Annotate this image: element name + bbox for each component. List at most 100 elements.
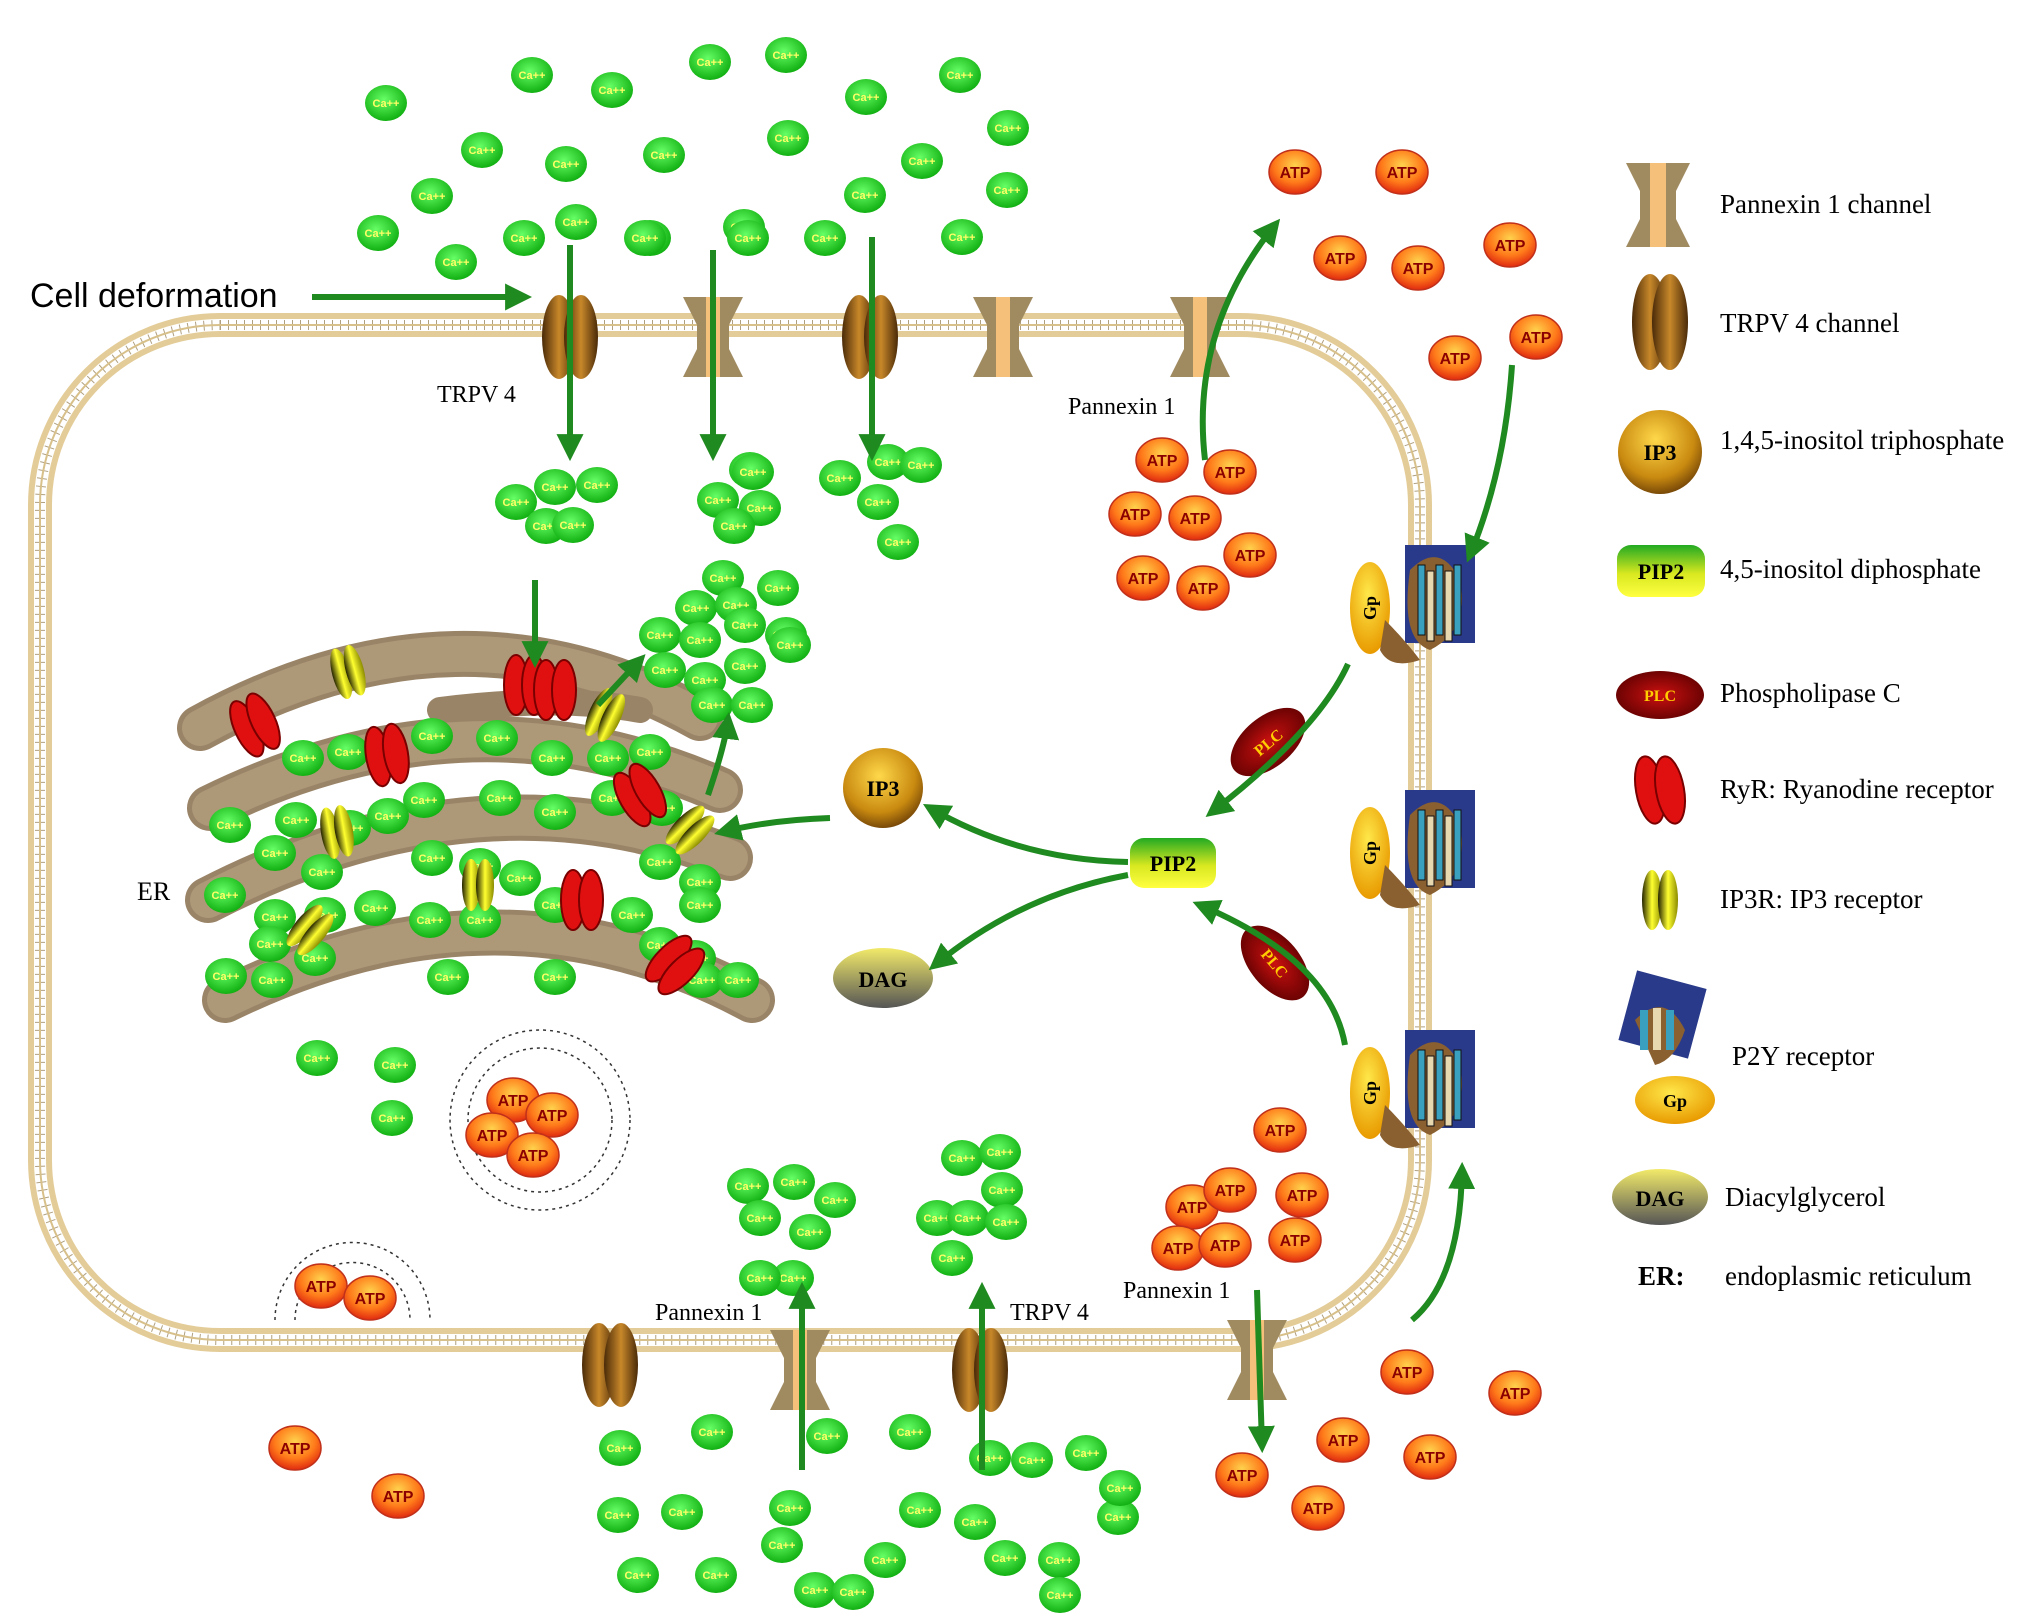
atp-label: ATP: [1303, 1501, 1334, 1518]
ca-label: Ca++: [382, 1060, 409, 1072]
calcium-ion: Ca++: [794, 1572, 836, 1608]
ca-label: Ca++: [865, 497, 892, 509]
trpv4-label-bottom: TRPV 4: [1010, 1300, 1089, 1326]
calcium-ion: Ca++: [296, 1040, 338, 1076]
calcium-ion: Ca++: [941, 219, 983, 255]
calcium-ion: Ca++: [1038, 1542, 1080, 1578]
ca-label: Ca++: [542, 972, 569, 984]
atp-label: ATP: [1415, 1450, 1446, 1467]
ca-label: Ca++: [411, 795, 438, 807]
calcium-ion: Ca++: [204, 877, 246, 913]
ca-label: Ca++: [560, 520, 587, 532]
ca-label: Ca++: [595, 753, 622, 765]
ca-label: Ca++: [651, 150, 678, 162]
calcium-ion: Ca++: [767, 120, 809, 156]
ca-label: Ca++: [1073, 1448, 1100, 1460]
calcium-ion: Ca++: [900, 447, 942, 483]
ca-label: Ca++: [213, 971, 240, 983]
atp-molecule: ATP: [1203, 449, 1257, 495]
ca-label: Ca++: [739, 700, 766, 712]
atp-molecule: ATP: [1313, 235, 1367, 281]
calcium-ion: Ca++: [427, 959, 469, 995]
atp-molecule: ATP: [506, 1132, 560, 1178]
atp-molecule: ATP: [1509, 314, 1563, 360]
pip2-label: PIP2: [1150, 851, 1196, 876]
ca-label: Ca++: [993, 1217, 1020, 1229]
legend-icon-label: Gp: [1663, 1091, 1687, 1111]
atp-label: ATP: [477, 1128, 508, 1145]
ca-label: Ca++: [647, 630, 674, 642]
legend-item-pannexin: Pannexin 1 channel: [1626, 163, 1931, 247]
atp-molecule: ATP: [465, 1112, 519, 1158]
ca-label: Ca++: [802, 1585, 829, 1597]
legend-item-plc: PLC Phospholipase C: [1616, 671, 1901, 719]
ca-label: Ca++: [885, 537, 912, 549]
trpv-channel-icon: [1632, 274, 1688, 370]
calcium-ion: Ca++: [587, 740, 629, 776]
atp-label: ATP: [1325, 251, 1356, 268]
atp-molecule: ATP: [1168, 495, 1222, 541]
calcium-ion: Ca++: [713, 508, 755, 544]
ca-label: Ca++: [335, 747, 362, 759]
pannexin1-label-bottom: Pannexin 1: [655, 1300, 762, 1326]
calcium-ion: Ca++: [1039, 1577, 1081, 1613]
legend-item-dag: DAG Diacylglycerol: [1612, 1169, 1885, 1225]
calcium-ion: Ca++: [769, 627, 811, 663]
ca-label: Ca++: [908, 460, 935, 472]
ca-label: Ca++: [840, 1587, 867, 1599]
calcium-ion: Ca++: [545, 146, 587, 182]
atp-label: ATP: [1210, 1238, 1241, 1255]
ca-label: Ca++: [852, 190, 879, 202]
legend-key: ER:: [1638, 1261, 1685, 1291]
atp-label: ATP: [1495, 238, 1526, 255]
signal-arrows: [312, 218, 1515, 1470]
ca-label: Ca++: [692, 675, 719, 687]
calcium-ion: Ca++: [249, 926, 291, 962]
calcium-ion: Ca++: [251, 962, 293, 998]
ca-label: Ca++: [697, 57, 724, 69]
atp-molecule: ATP: [525, 1092, 579, 1138]
calcium-ion: Ca++: [639, 844, 681, 880]
calcium-ions: Ca++Ca++Ca++Ca++Ca++Ca++Ca++Ca++Ca++Ca++…: [204, 37, 1141, 1613]
ip3-receptor: [330, 644, 366, 700]
ca-label: Ca++: [625, 1570, 652, 1582]
atp-molecule: ATP: [1428, 335, 1482, 381]
legend-item-p2y: Gp P2Y receptor: [1618, 970, 1874, 1124]
atp-molecule: ATP: [343, 1275, 397, 1321]
ip3-receptor-icon: [1642, 870, 1678, 930]
atp-molecule: ATP: [1380, 1349, 1434, 1395]
ca-label: Ca++: [822, 1195, 849, 1207]
ca-label: Ca++: [217, 820, 244, 832]
ca-label: Ca++: [721, 521, 748, 533]
ip3-label: IP3: [867, 776, 900, 801]
trpv4-channel: [582, 1323, 638, 1407]
pannexin1-channel: [1170, 297, 1230, 377]
calcium-ion: Ca++: [495, 484, 537, 520]
ca-label: Ca++: [765, 583, 792, 595]
calcium-ion: Ca++: [804, 220, 846, 256]
ca-label: Ca++: [814, 1431, 841, 1443]
atp-molecule: ATP: [1291, 1485, 1345, 1531]
calcium-ion: Ca++: [357, 215, 399, 251]
ca-label: Ca++: [949, 232, 976, 244]
p2y-receptor: Gp: [1350, 545, 1475, 664]
calcium-ion: Ca++: [689, 44, 731, 80]
atp-molecule: ATP: [1203, 1167, 1257, 1213]
calcium-ion: Ca++: [534, 794, 576, 830]
ca-label: Ca++: [955, 1213, 982, 1225]
ca-label: Ca++: [304, 1053, 331, 1065]
ca-label: Ca++: [699, 700, 726, 712]
calcium-ion: Ca++: [624, 220, 666, 256]
ca-label: Ca++: [687, 900, 714, 912]
calcium-ion: Ca++: [617, 1557, 659, 1593]
cell-deformation-label: Cell deformation: [30, 277, 278, 315]
ip3-molecule: IP3: [843, 748, 923, 828]
calcium-ion: Ca++: [675, 590, 717, 626]
atp-molecule: ATP: [1116, 555, 1170, 601]
atp-label: ATP: [498, 1093, 529, 1110]
legend-text: 4,5-inositol diphosphate: [1720, 554, 1981, 584]
calcium-ion: Ca++: [845, 79, 887, 115]
calcium-ion: Ca++: [282, 740, 324, 776]
